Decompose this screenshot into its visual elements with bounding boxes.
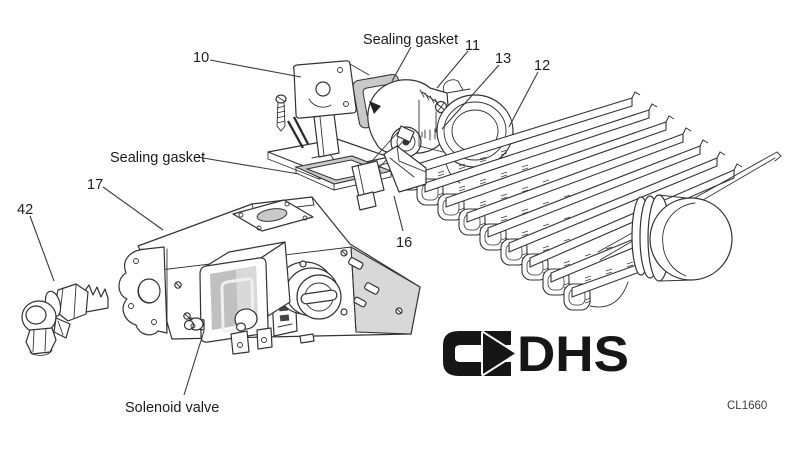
leader-line-sealing-gasket-upper	[391, 46, 412, 82]
leader-line-42	[29, 215, 55, 282]
leader-line-solenoid-valve	[183, 330, 205, 396]
leader-line-17	[102, 186, 164, 231]
mounting-bracket-drawing	[267, 60, 393, 191]
flue-deflector-drawing	[383, 145, 427, 193]
leader-line-11	[436, 50, 469, 89]
inlet-elbow-fitting-drawing	[21, 283, 109, 356]
callout-11-label: 11	[465, 38, 480, 54]
sealing-gasket-upper-label: Sealing gasket	[363, 32, 458, 48]
callout-10-label: 10	[193, 50, 209, 66]
leader-line-12	[508, 71, 539, 128]
callout-16-label: 16	[396, 235, 412, 251]
heat-exchanger-cylinder	[631, 194, 733, 282]
sealing-gasket-lower-label: Sealing gasket	[110, 150, 205, 166]
leader-lines	[29, 46, 539, 396]
dhs-logo-text: DHS	[517, 326, 629, 382]
solenoid-valve-label: Solenoid valve	[125, 400, 219, 416]
leader-line-10	[209, 59, 302, 78]
leader-line-sealing-gasket-lower	[196, 156, 300, 175]
callout-13-label: 13	[495, 51, 511, 67]
callout-42-label: 42	[17, 202, 33, 218]
callout-17-label: 17	[87, 177, 103, 193]
arrow-head-icon	[483, 333, 515, 374]
leader-line-16	[393, 195, 404, 232]
screw-13-upper-drawing	[419, 89, 448, 114]
dhs-logo: DHS	[443, 326, 629, 382]
bracket-screw-drawing	[275, 94, 310, 149]
callout-12-label: 12	[534, 58, 550, 74]
drawing-code: CL1660	[727, 400, 767, 412]
callout-labels: 10 Sealing gasket 11 13 12 Sealing gaske…	[17, 32, 550, 416]
leader-line-13	[441, 64, 500, 130]
solenoid-valve-drawing	[183, 241, 291, 355]
